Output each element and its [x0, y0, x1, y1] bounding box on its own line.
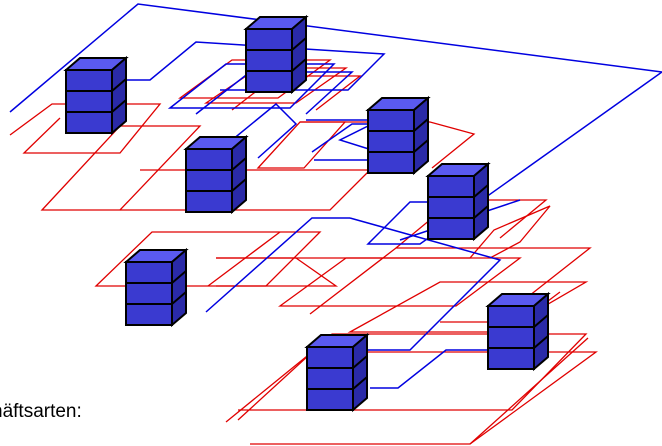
server-unit-divider: [533, 314, 549, 328]
server-unit: [125, 282, 173, 305]
server-unit: [367, 109, 415, 132]
server-stack-icon: [183, 134, 249, 215]
server-unit: [185, 190, 233, 213]
red-link-13: [309, 247, 592, 315]
server-unit: [306, 367, 354, 390]
server-unit: [245, 28, 293, 51]
server-unit: [367, 130, 415, 153]
server-unit-divider: [171, 270, 187, 284]
server-side-face: [533, 291, 549, 372]
server-unit-divider: [231, 157, 247, 171]
server-unit-divider: [291, 58, 307, 72]
server-unit-divider: [111, 99, 127, 113]
server-unit-divider: [231, 178, 247, 192]
red-link-9: [94, 231, 322, 287]
red-link-17: [237, 333, 588, 421]
server-unit: [65, 111, 113, 134]
server-unit-divider: [352, 355, 368, 369]
red-link-14: [395, 199, 548, 249]
server-side-face: [352, 332, 368, 413]
server-unit-divider: [473, 205, 489, 219]
server-unit: [125, 303, 173, 326]
blue-link-10: [349, 217, 502, 351]
server-unit: [65, 90, 113, 113]
server-unit: [487, 347, 535, 370]
server-side-face: [231, 134, 247, 215]
server-stack-icon: [243, 14, 309, 95]
server-layer: [63, 14, 551, 413]
blue-link-layer: [9, 3, 662, 389]
server-side-face: [413, 95, 429, 176]
red-link-8: [300, 121, 476, 169]
server-unit: [427, 196, 475, 219]
server-unit-divider: [473, 184, 489, 198]
server-side-face: [111, 55, 127, 136]
server-unit: [125, 261, 173, 284]
caption-text: häftsarten:: [0, 401, 82, 422]
server-unit: [185, 169, 233, 192]
server-stack-icon: [63, 55, 129, 136]
red-link-7: [256, 121, 347, 169]
server-side-face: [171, 247, 187, 328]
server-stack-icon: [425, 161, 491, 242]
server-unit-divider: [413, 118, 429, 132]
blue-link-9: [205, 217, 350, 313]
server-unit-divider: [413, 139, 429, 153]
server-stack-icon: [304, 332, 370, 413]
server-unit-divider: [533, 335, 549, 349]
red-link-20: [207, 231, 281, 287]
server-stack-icon: [365, 95, 431, 176]
server-unit: [306, 388, 354, 411]
red-link-16: [225, 351, 598, 445]
red-link-11: [216, 257, 339, 287]
server-unit: [367, 151, 415, 174]
server-stack-icon: [485, 291, 551, 372]
red-link-15: [347, 281, 589, 333]
red-link-18: [469, 337, 589, 445]
red-link-2: [40, 125, 202, 211]
blue-link-6: [306, 119, 381, 151]
blue-link-3: [167, 63, 336, 109]
server-side-face: [291, 14, 307, 95]
blue-link-11: [370, 349, 500, 389]
server-unit-divider: [171, 291, 187, 305]
server-unit: [245, 49, 293, 72]
server-unit: [427, 175, 475, 198]
blue-link-5: [231, 102, 298, 159]
blue-link-1: [9, 3, 662, 245]
server-unit: [65, 69, 113, 92]
server-unit: [306, 346, 354, 369]
server-unit: [487, 326, 535, 349]
server-unit: [427, 217, 475, 240]
server-unit: [245, 70, 293, 93]
server-unit-divider: [111, 78, 127, 92]
red-link-1: [9, 103, 162, 154]
server-unit-divider: [291, 37, 307, 51]
server-unit: [487, 305, 535, 328]
server-unit: [185, 148, 233, 171]
server-unit-divider: [352, 376, 368, 390]
server-side-face: [473, 161, 489, 242]
server-stack-icon: [123, 247, 189, 328]
